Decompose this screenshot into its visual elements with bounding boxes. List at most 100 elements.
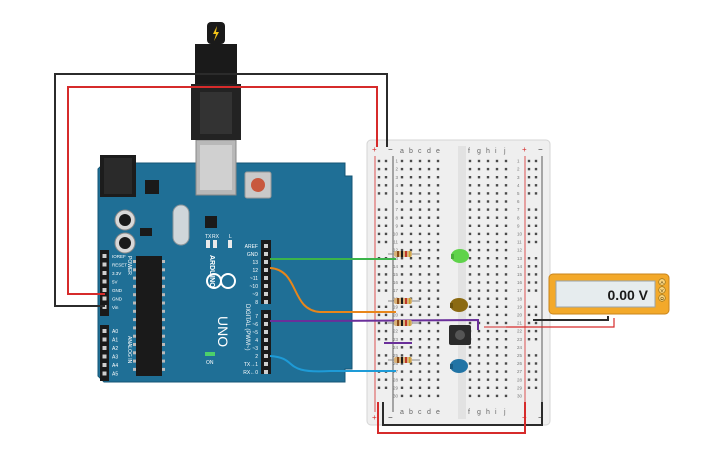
row-number: 29 [517, 385, 523, 390]
column-letter: b [409, 409, 413, 416]
analog-pin-label: A1 [112, 338, 118, 344]
wire-red-bottom [377, 402, 526, 434]
row-number: 14 [393, 264, 399, 269]
digital-pin-label: 8 [255, 300, 258, 306]
row-number: 13 [517, 256, 523, 261]
row-number: 1 [517, 159, 520, 164]
column-letter: h [486, 409, 490, 416]
led-rx-label: RX [212, 234, 220, 240]
led-yellow[interactable] [450, 298, 468, 312]
power-pin-label: 3.3V [112, 271, 121, 276]
digital-pin-label: 13 [252, 260, 258, 266]
row-number: 30 [393, 394, 399, 399]
row-number: 14 [517, 264, 523, 269]
analog-pin-label: A4 [112, 363, 118, 369]
row-number: 17 [393, 288, 399, 293]
row-number: 19 [517, 304, 523, 309]
mode-dial[interactable] [658, 294, 666, 302]
row-number: 12 [517, 248, 523, 253]
led-green[interactable] [451, 249, 469, 263]
analog-pin-label: A2 [112, 346, 118, 352]
row-number: 27 [517, 369, 523, 374]
voltage-regulator [145, 180, 159, 194]
digital-pin-label: 4 [255, 338, 258, 344]
column-letter: e [436, 148, 440, 155]
column-letter: i [495, 409, 497, 416]
row-number: 29 [393, 385, 399, 390]
column-letter: a [400, 409, 404, 416]
digital-pin-label: ~11 [250, 276, 258, 282]
led-tx-label: TX [205, 234, 212, 240]
row-number: 23 [393, 337, 399, 342]
mode-label: A [660, 280, 663, 285]
digital-pin-label: ~9 [252, 292, 258, 298]
multimeter-mode-selector[interactable]: AVΩ [658, 278, 666, 302]
digital-pin-label: ~3 [252, 346, 258, 352]
column-letter: i [495, 148, 497, 155]
column-letter: j [503, 409, 506, 416]
row-number: 21 [517, 321, 523, 326]
digital-pin-label: GND [247, 252, 259, 258]
usb-plug-icon[interactable] [191, 22, 241, 140]
mode-dial[interactable] [658, 278, 666, 286]
digital-pin-label: ~10 [250, 284, 259, 290]
column-letter: g [477, 409, 481, 416]
digital-pin-label: ~5 [252, 330, 258, 336]
model-label: UNO [215, 316, 231, 347]
digital-pin-label: 7 [255, 314, 258, 320]
row-number: 26 [393, 361, 399, 366]
row-number: 23 [517, 337, 523, 342]
row-number: 10 [393, 232, 399, 237]
mode-dial[interactable] [658, 286, 666, 294]
resistor[interactable] [394, 298, 412, 304]
column-letter: d [427, 148, 431, 155]
rail-minus-label-left: − [388, 145, 393, 154]
digital-pin-label: AREF [245, 244, 258, 250]
row-number: 11 [517, 240, 522, 245]
column-letter: c [418, 409, 422, 416]
resistors[interactable] [388, 251, 420, 363]
row-number: 20 [393, 313, 399, 318]
brand-label: ARDUINO [208, 255, 215, 288]
column-letter: h [486, 148, 490, 155]
reset-button-icon[interactable] [244, 171, 272, 199]
row-number: 15 [517, 272, 523, 277]
push-button[interactable] [449, 325, 471, 345]
digital-pin-label: ~6 [252, 322, 258, 328]
led-blue[interactable] [450, 359, 468, 373]
column-letter: c [418, 148, 422, 155]
row-number: 10 [517, 232, 523, 237]
resistor[interactable] [394, 320, 412, 326]
wire-red-top [67, 86, 378, 295]
row-number: 12 [393, 248, 399, 253]
row-number: 16 [393, 280, 399, 285]
resistor[interactable] [394, 251, 412, 257]
wire-black-bottom [382, 402, 543, 426]
power-pin-label: RESET [112, 263, 127, 268]
power-pin-label: Vin [112, 305, 119, 310]
row-number: 22 [393, 329, 399, 334]
power-pin-label: GND [112, 288, 123, 293]
wire-meter-black [533, 316, 609, 321]
arduino-uno-board[interactable]: L TX RX ARDUINO UNO AREFGND1312~11~10~98… [97, 139, 353, 383]
row-number: 4 [395, 183, 398, 188]
wire-blue-pin2 [269, 355, 396, 373]
power-pin-label: GND [112, 297, 123, 302]
power-header-label: POWER [126, 256, 132, 275]
digital-pin-label: 2 [255, 354, 258, 360]
row-number: 9 [395, 223, 398, 228]
row-number: 8 [395, 215, 398, 220]
wires[interactable] [54, 73, 615, 434]
multimeter[interactable]: 0.00 V AVΩ [548, 273, 670, 315]
column-letter: a [400, 148, 404, 155]
row-number: 24 [393, 345, 399, 350]
rail-plus-label-left: + [372, 145, 377, 154]
resistor[interactable] [394, 357, 412, 363]
column-letter: b [409, 148, 413, 155]
rail-minus-label-right-bottom: − [538, 413, 543, 422]
row-number: 15 [393, 272, 399, 277]
